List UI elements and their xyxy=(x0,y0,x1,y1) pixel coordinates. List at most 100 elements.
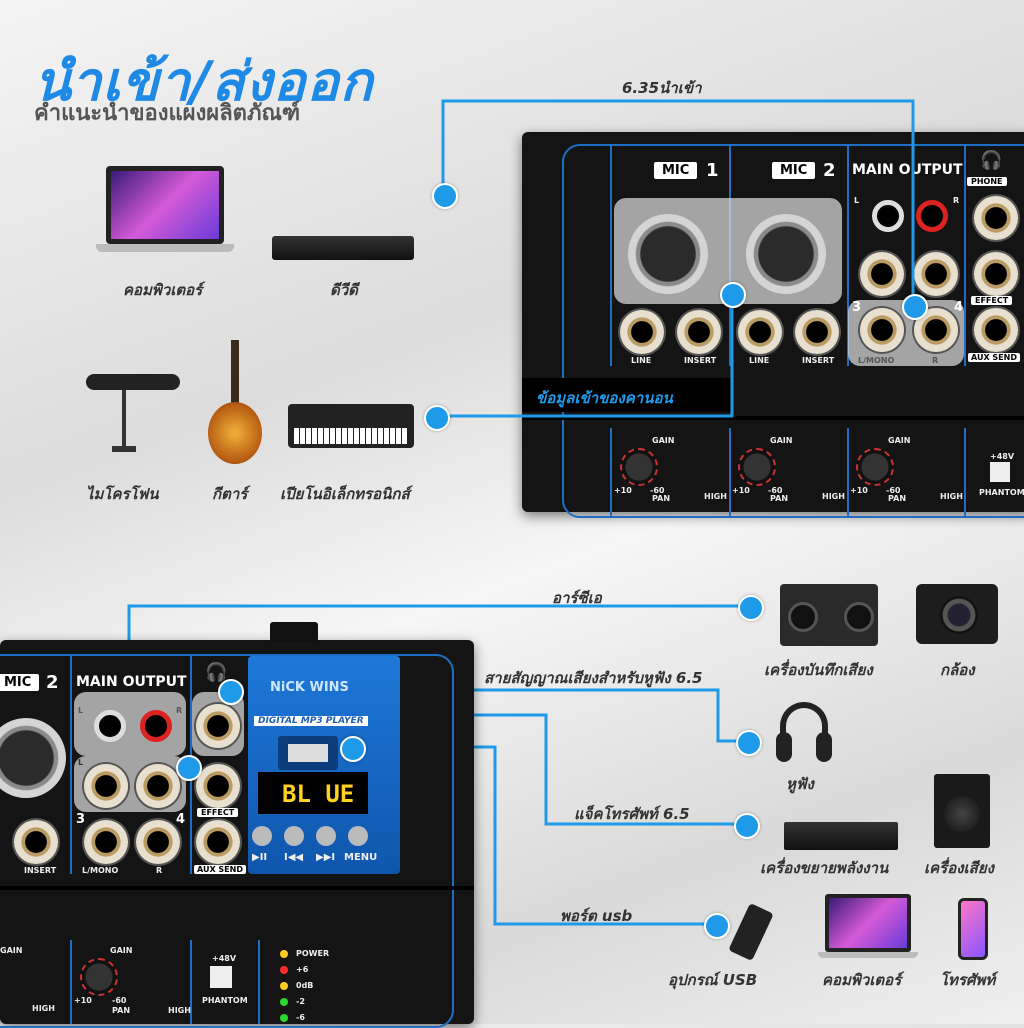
mp3-display-text: BL UE xyxy=(282,780,355,808)
device-label: คอมพิวเตอร์ xyxy=(123,281,203,299)
rca-right[interactable] xyxy=(916,200,948,232)
lmono-jack[interactable] xyxy=(860,308,904,352)
pan-label-3: PAN xyxy=(888,494,907,503)
rca-right[interactable] xyxy=(140,710,172,742)
play-pause-button[interactable] xyxy=(252,826,272,846)
pan-label-2: PAN xyxy=(770,494,789,503)
phone-tag: PHONE xyxy=(967,177,1007,186)
device-label: อุปกรณ์ USB xyxy=(668,971,758,989)
connector-dot xyxy=(340,736,366,762)
device-label: โทรศัพท์ xyxy=(940,971,996,989)
phone-jack-label: แจ็คโทรศัพท์ 6.5 xyxy=(574,805,690,823)
r-input-label: R xyxy=(156,866,163,875)
high-label-2: HIGH xyxy=(822,492,845,501)
main-out-jack-r[interactable] xyxy=(914,252,958,296)
r-jack[interactable] xyxy=(136,820,180,864)
device-label: กล้อง xyxy=(940,661,975,679)
plus10-label-3: +10 xyxy=(850,486,868,495)
aux-send-tag: AUX SEND xyxy=(194,865,246,874)
aux-send-jack[interactable] xyxy=(196,820,240,864)
panel-divider xyxy=(610,144,612,366)
minus60-label-1: -60 xyxy=(650,486,665,495)
device-label: กีตาร์ xyxy=(212,485,248,503)
gain-knob-2[interactable] xyxy=(738,448,776,486)
phantom-48v-label: +48V xyxy=(212,954,237,963)
next-label: ▶▶I xyxy=(316,852,336,863)
gain-knob-1[interactable] xyxy=(620,448,658,486)
r-label: R xyxy=(953,196,960,205)
rca-left[interactable] xyxy=(872,200,904,232)
phone-jack[interactable] xyxy=(196,704,240,748)
device-label: ดีวีดี xyxy=(330,281,358,299)
panel-divider xyxy=(964,144,966,366)
effect-jack[interactable] xyxy=(196,764,240,808)
mic2-tag: MIC xyxy=(0,674,40,691)
meter-label: -2 xyxy=(296,997,305,1006)
device-label: เครื่องขยายพลังงาน xyxy=(760,859,889,877)
page-title: นำเข้า/ส่งออก xyxy=(34,50,374,113)
xlr-jack-mic2[interactable] xyxy=(746,214,826,294)
panel-lip xyxy=(522,416,1024,420)
high-label-1: HIGH xyxy=(704,492,727,501)
rca-left[interactable] xyxy=(94,710,126,742)
headphone-icon: 🎧 xyxy=(205,662,228,683)
insert-jack[interactable] xyxy=(14,820,58,864)
device-label: หูฟัง xyxy=(786,775,814,793)
aux-send-jack[interactable] xyxy=(974,308,1018,352)
gain-knob-3[interactable] xyxy=(856,448,894,486)
ch4-label: 4 xyxy=(176,812,186,827)
menu-button[interactable] xyxy=(348,826,368,846)
phone-jack[interactable] xyxy=(974,196,1018,240)
guitar-icon xyxy=(208,340,262,464)
phantom-switch[interactable] xyxy=(210,966,232,988)
prev-label: I◀◀ xyxy=(284,852,304,863)
next-button[interactable] xyxy=(316,826,336,846)
panel-divider xyxy=(70,940,72,1024)
insert-jack-2[interactable] xyxy=(795,310,839,354)
headphone-icon: 🎧 xyxy=(980,150,1003,171)
lmono-jack[interactable] xyxy=(84,820,128,864)
mic2-tag: MIC xyxy=(772,162,816,179)
panel-outline xyxy=(562,144,1024,518)
main-out-jack-l[interactable] xyxy=(860,252,904,296)
panel-divider xyxy=(190,940,192,1024)
main-out-jack-l[interactable] xyxy=(84,764,128,808)
high-label: HIGH xyxy=(168,1006,191,1015)
connector-dot xyxy=(720,282,746,308)
connector-dot xyxy=(176,755,202,781)
mp3-display xyxy=(258,772,368,814)
connector-dot xyxy=(902,294,928,320)
insert-label: INSERT xyxy=(24,866,57,875)
effect-jack[interactable] xyxy=(974,252,1018,296)
device-label: เครื่องบันทึกเสียง xyxy=(764,661,873,679)
line-jack-1[interactable] xyxy=(620,310,664,354)
usb-port[interactable] xyxy=(288,744,328,762)
high-label-3: HIGH xyxy=(940,492,963,501)
xlr-jack-mic1[interactable] xyxy=(628,214,708,294)
keyboard-icon xyxy=(288,404,414,448)
meter-label: 0dB xyxy=(296,981,314,990)
mp3-brand: NiCK WINS xyxy=(270,680,349,695)
insert-jack-1[interactable] xyxy=(677,310,721,354)
panel-divider xyxy=(729,428,731,518)
ch3-label: 3 xyxy=(76,812,86,827)
rca-label: อาร์ซีเอ xyxy=(552,589,602,607)
xlr-jack-mic2[interactable] xyxy=(0,718,66,798)
minus60-label: -60 xyxy=(112,996,127,1005)
usb-port-label: พอร์ต usb xyxy=(560,907,633,925)
line-jack-2[interactable] xyxy=(738,310,782,354)
gain-knob[interactable] xyxy=(80,958,118,996)
high-label-0: HIGH xyxy=(32,1004,55,1013)
mp3-model: DIGITAL MP3 PLAYER xyxy=(254,716,368,726)
main-out-jack-r[interactable] xyxy=(136,764,180,808)
phantom-switch[interactable] xyxy=(990,462,1010,482)
mic1-tag: MIC xyxy=(654,162,698,179)
plus10-label-1: +10 xyxy=(614,486,632,495)
lmono-label: L/MONO xyxy=(82,866,119,875)
dvd-player-icon xyxy=(272,236,414,260)
panel-divider xyxy=(610,428,612,518)
gain-label: GAIN xyxy=(110,946,133,955)
prev-button[interactable] xyxy=(284,826,304,846)
camera-icon xyxy=(916,584,998,644)
l-label: L xyxy=(78,758,84,767)
